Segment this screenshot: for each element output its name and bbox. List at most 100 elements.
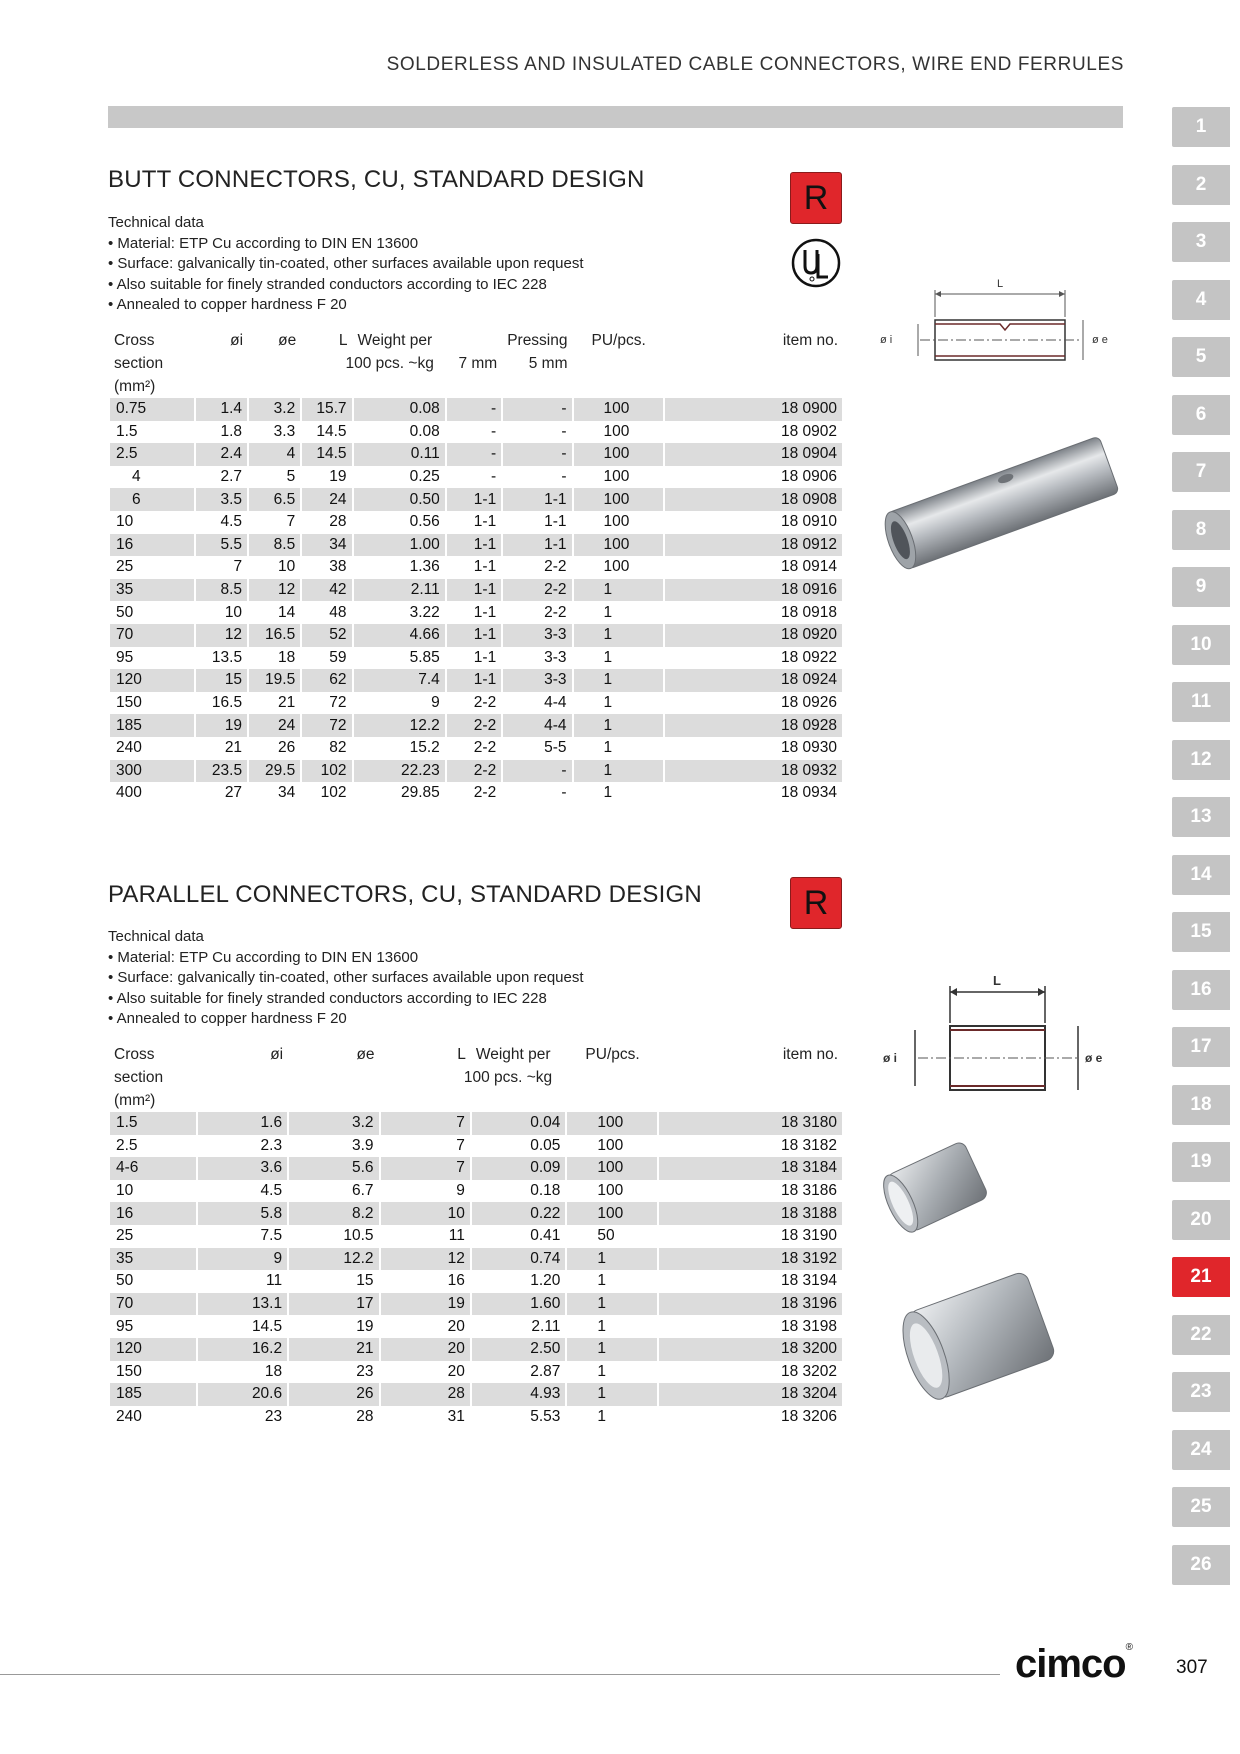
table-cell: 18 0920 <box>664 623 842 647</box>
chapter-tab-17[interactable]: 17 <box>1172 1027 1230 1067</box>
table-cell: 18 0924 <box>664 669 842 692</box>
table-cell: 3.3 <box>273 422 296 440</box>
chapter-tab-16[interactable]: 16 <box>1172 969 1230 1010</box>
butt-technical-data: Technical data • Material: ETP Cu accord… <box>108 213 584 316</box>
chapter-tab-1[interactable]: 1 <box>1172 107 1230 147</box>
drawing-label-di: ø i <box>880 334 892 346</box>
table-cell: 14.5 <box>302 443 352 466</box>
chapter-tab-23[interactable]: 23 <box>1172 1372 1230 1412</box>
table-cell: 19 <box>356 1317 374 1335</box>
table-cell: 1 <box>573 759 663 783</box>
chapter-tab-3[interactable]: 3 <box>1172 222 1230 262</box>
table-cell: 18 3188 <box>659 1202 842 1225</box>
col-length: L <box>338 332 348 349</box>
table-cell: 6 <box>110 488 194 511</box>
table-cell: 28 <box>380 1383 470 1406</box>
table-cell: 1-1 <box>446 578 502 602</box>
chapter-tab-25[interactable]: 25 <box>1172 1487 1230 1527</box>
chapter-tab-11[interactable]: 11 <box>1172 682 1230 722</box>
parallel-section-title: PARALLEL CONNECTORS, CU, STANDARD DESIGN <box>108 881 702 908</box>
table-cell: 10 <box>224 603 243 621</box>
parallel-connector-photo-small <box>883 1142 987 1233</box>
tech-line: • Also suitable for finely stranded cond… <box>108 275 547 293</box>
table-cell: 3-3 <box>503 623 572 647</box>
table-cell: 5.85 <box>409 648 440 666</box>
table-cell: 0.56 <box>409 513 440 531</box>
table-cell: 1 <box>597 1408 607 1426</box>
chapter-tab-26[interactable]: 26 <box>1172 1544 1230 1585</box>
table-cell: 8.5 <box>195 578 248 602</box>
chapter-tab-14[interactable]: 14 <box>1172 854 1230 895</box>
table-cell: 0.05 <box>530 1136 561 1154</box>
table-cell: 1-1 <box>473 513 497 531</box>
table-cell: 29.5 <box>249 759 301 783</box>
table-cell: 72 <box>302 714 352 737</box>
cimco-logo: cimco® <box>1015 1642 1133 1686</box>
table-cell: 18 0918 <box>780 603 837 621</box>
table-cell: 11 <box>266 1272 283 1290</box>
table-cell: 20.6 <box>197 1383 288 1406</box>
table-cell: 2-2 <box>544 603 567 621</box>
chapter-tab-20[interactable]: 20 <box>1172 1199 1230 1240</box>
chapter-tab-22[interactable]: 22 <box>1172 1314 1230 1355</box>
chapter-tab-21[interactable]: 21 <box>1172 1257 1230 1297</box>
table-cell: 7 <box>380 1157 470 1180</box>
chapter-tab-6[interactable]: 6 <box>1172 394 1230 435</box>
chapter-tab-7[interactable]: 7 <box>1172 452 1230 492</box>
col-pressing-5mm: Pressing 5 mm <box>507 332 568 372</box>
chapter-tab-4[interactable]: 4 <box>1172 279 1230 320</box>
tech-line: Technical data <box>108 214 204 231</box>
page-number: 307 <box>1176 1657 1208 1678</box>
table-cell: 1-1 <box>446 488 502 511</box>
chapter-tab-10[interactable]: 10 <box>1172 624 1230 665</box>
table-cell: 18 0912 <box>664 533 842 557</box>
chapter-tab-19[interactable]: 19 <box>1172 1142 1230 1182</box>
table-cell: 9 <box>197 1247 288 1271</box>
table-cell: 2-2 <box>473 694 497 712</box>
chapter-tab-18[interactable]: 18 <box>1172 1084 1230 1125</box>
table-cell: 16 <box>110 533 194 557</box>
drawing-label-de: ø e <box>1085 1051 1103 1065</box>
table-cell: 102 <box>320 784 347 802</box>
table-cell: 15.7 <box>302 398 352 421</box>
chapter-tab-2[interactable]: 2 <box>1172 164 1230 205</box>
table-cell: 70 <box>110 623 194 647</box>
table-cell: 2.5 <box>116 1136 138 1154</box>
chapter-tab-15[interactable]: 15 <box>1172 912 1230 952</box>
table-cell: 13.5 <box>211 648 243 666</box>
table-cell: 7 <box>456 1136 465 1154</box>
table-cell: 100 <box>573 398 663 421</box>
table-cell: 12 <box>195 623 248 647</box>
table-cell: 3.5 <box>195 488 248 511</box>
table-cell: 24 <box>302 488 352 511</box>
table-cell: 18 3194 <box>780 1272 837 1290</box>
table-cell: 72 <box>329 694 347 712</box>
table-cell: 1 <box>573 714 663 737</box>
chapter-tab-24[interactable]: 24 <box>1172 1429 1230 1470</box>
table-cell: 29.85 <box>400 784 440 802</box>
table-cell: 7 <box>380 1112 470 1135</box>
chapter-tab-8[interactable]: 8 <box>1172 509 1230 550</box>
chapter-tab-12[interactable]: 12 <box>1172 739 1230 780</box>
table-cell: 18 0902 <box>780 422 837 440</box>
chapter-tab-9[interactable]: 9 <box>1172 567 1230 607</box>
table-cell: 18 0916 <box>664 578 842 602</box>
table-cell: 18 0900 <box>664 398 842 421</box>
table-cell: 9 <box>431 694 440 712</box>
chapter-tab-13[interactable]: 13 <box>1172 797 1230 837</box>
table-cell: - <box>491 468 497 486</box>
chapter-tab-5[interactable]: 5 <box>1172 337 1230 377</box>
table-cell: 6.5 <box>249 488 301 511</box>
table-cell: 120 <box>110 669 194 692</box>
table-cell: 27 <box>224 784 243 802</box>
table-cell: 7.5 <box>260 1227 283 1245</box>
table-cell: 13.1 <box>197 1292 288 1316</box>
tech-line: • Surface: galvanically tin-coated, othe… <box>108 969 584 986</box>
table-cell: 1 <box>567 1292 658 1316</box>
table-cell: 28 <box>356 1408 374 1426</box>
table-cell: 52 <box>302 623 352 647</box>
